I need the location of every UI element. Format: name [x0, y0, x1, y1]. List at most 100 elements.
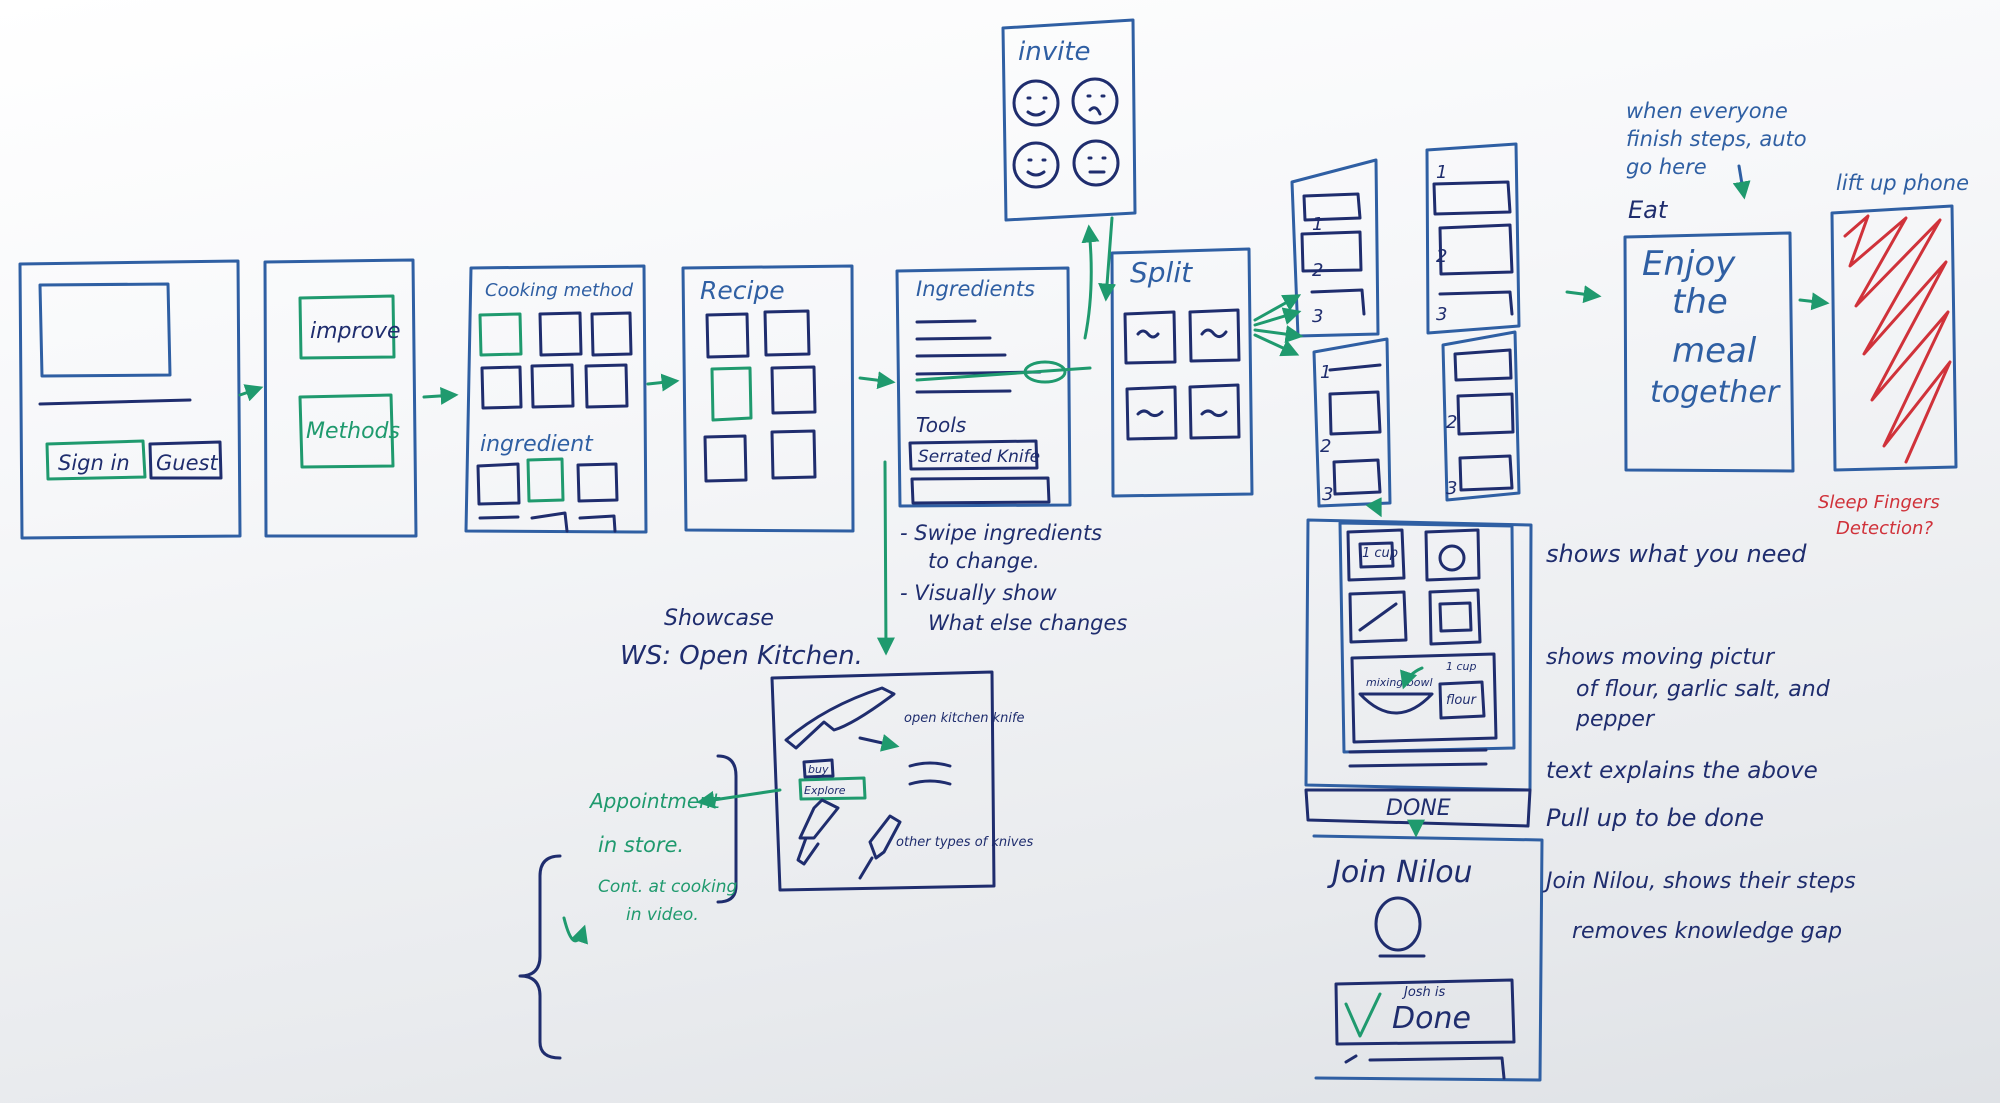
invite-avatar[interactable] — [1012, 141, 1060, 189]
invite-heading: invite — [1018, 37, 1091, 67]
tool-chip[interactable] — [908, 439, 1039, 471]
label-frames-enjoy-line4: together — [1650, 375, 1781, 410]
frame-steps-4: 2 3 — [1441, 330, 1521, 502]
invite-avatar[interactable] — [1072, 139, 1120, 187]
label-notes-auto-2: go here — [1626, 155, 1707, 179]
frame-join: Join Nilou Josh is Done — [1312, 834, 1544, 1082]
note-ws: WS: Open Kitchen. — [620, 641, 863, 671]
label-notes-swipe-3: What else changes — [928, 611, 1127, 635]
hero-image-placeholder — [38, 282, 172, 378]
note-shows-need: shows what you need — [1546, 540, 1807, 568]
label-frames-steps-n2: 2 — [1320, 436, 1331, 457]
label-frames-steps-n1: 1 — [1436, 162, 1447, 183]
label-frames-kitchen-explore: Explore — [804, 784, 846, 797]
frame-lift-phone — [1830, 204, 1958, 472]
label-frames-join-done_label: Josh is — [1401, 985, 1446, 1000]
label-notes-swipe-0: - Swipe ingredients — [900, 521, 1102, 545]
buy-button[interactable] — [802, 758, 835, 779]
label-frames-step_detail-mixing_bowl: mixing bowl — [1366, 676, 1433, 689]
label-frames-steps-n1: 1 — [1312, 214, 1323, 235]
frame-split: Split — [1110, 247, 1254, 498]
label-frames-steps-n2: 2 — [1446, 412, 1457, 433]
eat-label: Eat — [1628, 196, 1669, 224]
frame-step-detail: 1 cup mixing bowl 1 cup flour DONE — [1304, 518, 1533, 828]
label-frames-steps-n3: 3 — [1322, 484, 1333, 505]
done-bar-label: DONE — [1386, 796, 1451, 821]
note-pull-up: Pull up to be done — [1546, 804, 1764, 832]
label-notes-moving-2: pepper — [1575, 707, 1656, 732]
done-bar[interactable] — [1304, 788, 1532, 828]
frame-steps-2: 1 2 3 — [1425, 142, 1521, 335]
label-notes-sleep-0: Sleep Fingers — [1818, 492, 1940, 513]
guest-label: Guest — [156, 451, 218, 475]
label-frames-kitchen-other: other types of knives — [896, 835, 1033, 850]
frame-login: Sign in Guest — [18, 259, 242, 540]
frame-steps-1: 1 2 3 — [1290, 158, 1380, 338]
label-frames-enjoy-line1: Enjoy — [1642, 244, 1736, 284]
knife-icon — [796, 798, 840, 866]
label-notes-appointment-0: Appointment — [588, 789, 721, 813]
label-notes-swipe-2: - Visually show — [900, 581, 1057, 605]
note-appointment: Appointment in store. Cont. at cooking i… — [588, 789, 737, 925]
split-heading: Split — [1130, 256, 1193, 289]
knife-icon — [784, 686, 896, 750]
label-frames-kitchen-knife: open kitchen knife — [904, 711, 1025, 726]
ingredients-heading: Ingredients — [916, 277, 1035, 301]
note-text-explains: text explains the above — [1546, 758, 1818, 784]
frame-choose: improve Methods — [263, 258, 418, 538]
appointment-note — [518, 754, 782, 1060]
label-frames-enjoy-line3: meal — [1672, 331, 1757, 371]
check-icon — [1344, 992, 1382, 1038]
label-notes-join_note-1: removes knowledge gap — [1572, 919, 1842, 944]
label-notes-swipe-1: to change. — [928, 549, 1040, 573]
label-notes-appointment-2: Cont. at cooking — [598, 877, 737, 897]
frame-open-kitchen: open kitchen knife buy Explore other typ… — [770, 670, 1033, 892]
explore-button[interactable] — [798, 776, 867, 801]
sign-in-button[interactable] — [45, 439, 147, 481]
label-frames-steps-n1: 1 — [1320, 362, 1331, 383]
label-notes-auto-1: finish steps, auto — [1626, 127, 1807, 151]
recipe-heading: Recipe — [700, 276, 785, 305]
label-notes-moving-1: of flour, garlic salt, and — [1576, 677, 1831, 702]
label-frames-step_detail-cup1: 1 cup — [1362, 546, 1398, 561]
label-frames-steps-n3: 3 — [1312, 306, 1323, 327]
improve-button[interactable] — [298, 294, 396, 360]
note-lift: lift up phone — [1836, 171, 1969, 195]
methods-label: Methods — [306, 419, 400, 444]
label-notes-auto-0: when everyone — [1626, 99, 1788, 123]
label-frames-step_detail-flour: flour — [1446, 693, 1478, 708]
label-frames-step_detail-cup2: 1 cup — [1446, 660, 1477, 673]
label-notes-join_note-0: Join Nilou, shows their steps — [1542, 869, 1856, 894]
tool-chip-label: Serrated Knife — [918, 447, 1040, 467]
label-frames-steps-n2: 2 — [1436, 246, 1447, 267]
flow-arrows — [238, 164, 1830, 838]
guest-button[interactable] — [148, 440, 223, 480]
frame-invite: invite — [1001, 18, 1137, 222]
frame-recipe: Recipe — [681, 264, 855, 533]
label-notes-appointment-3: in video. — [626, 905, 699, 925]
label-frames-join-done_text: Done — [1392, 1001, 1471, 1036]
label-notes-moving-0: shows moving pictur — [1546, 645, 1776, 670]
done-status-card[interactable] — [1334, 978, 1516, 1046]
improve-label: improve — [310, 319, 401, 344]
frame-enjoy: Eat Enjoy the meal together — [1623, 196, 1795, 473]
note-swipe: - Swipe ingredients to change. - Visuall… — [900, 521, 1127, 635]
invite-avatar[interactable] — [1071, 77, 1119, 125]
label-notes-sleep-1: Detection? — [1836, 518, 1933, 539]
methods-button[interactable] — [298, 393, 395, 469]
user-avatar — [1374, 896, 1422, 952]
knife-icon — [858, 814, 902, 880]
join-title: Join Nilou — [1327, 855, 1473, 890]
note-moving: shows moving pictur of flour, garlic sal… — [1546, 645, 1831, 732]
label-frames-steps-n3: 3 — [1436, 304, 1447, 325]
frame-browse: Cooking method ingredient — [464, 264, 648, 534]
label-frames-steps-n3: 3 — [1446, 478, 1457, 499]
cooking-method-heading: Cooking method — [485, 280, 634, 301]
ingredient-heading: ingredient — [480, 432, 594, 457]
invite-avatar[interactable] — [1012, 79, 1060, 127]
label-notes-appointment-1: in store. — [598, 833, 684, 857]
frame-detail: Ingredients Tools Serrated Knife — [895, 266, 1092, 508]
label-frames-enjoy-line2: the — [1672, 282, 1728, 322]
label-frames-kitchen-buy: buy — [808, 763, 829, 776]
